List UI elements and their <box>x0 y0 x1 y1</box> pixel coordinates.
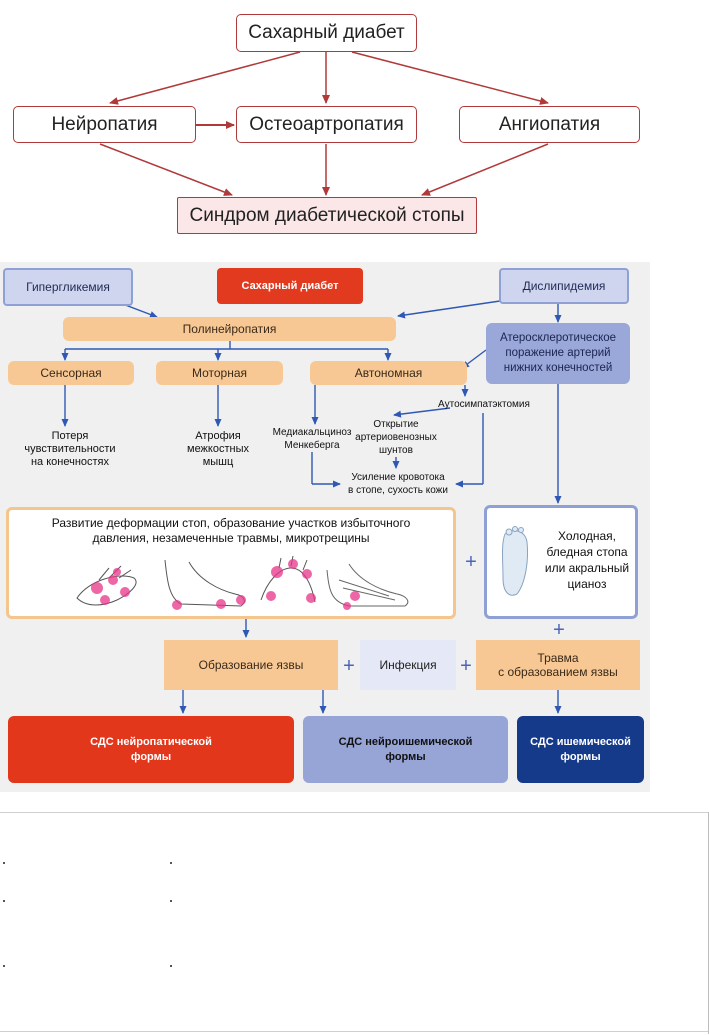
table-dot <box>3 900 5 902</box>
table-dot <box>170 900 172 902</box>
empty-table-frame <box>0 812 709 1032</box>
deformation-line-1: Развитие деформации стоп, образование уч… <box>51 516 411 530</box>
sensory-effect-line-2: чувствительности <box>24 443 116 455</box>
table-dot <box>170 862 172 864</box>
sensory-effect-line-1: Потеря <box>51 430 89 442</box>
hyperglycemia-box: Гипергликемия <box>3 268 133 306</box>
foot-illustrations <box>76 555 409 610</box>
foot-side-illustration <box>164 559 245 607</box>
atherosclerosis-box: Атеросклеротическое поражение артерий ни… <box>486 323 630 384</box>
calcinosis-line-1: Медиакальциноз <box>272 427 352 438</box>
cold-foot-line-4: цианоз <box>567 577 607 591</box>
shunts-line-3: шунтов <box>379 445 413 456</box>
top-diabetes-box: Сахарный диабет <box>236 14 417 52</box>
sensory-box: Сенсорная <box>8 361 134 385</box>
neuropathy-box: Нейропатия <box>13 106 196 143</box>
diabetes-box: Сахарный диабет <box>217 268 363 304</box>
table-dot <box>3 862 5 864</box>
polyneuropathy-box: Полинейропатия <box>63 317 396 341</box>
cold-foot-line-2: бледная стопа <box>546 545 628 559</box>
calcinosis-line-2: Менкеберга <box>284 440 340 451</box>
cold-foot-icon <box>502 526 528 596</box>
deformation-panel: Развитие деформации стоп, образование уч… <box>6 507 456 619</box>
diabetic-foot-syndrome-box: Синдром диабетической стопы <box>177 197 477 234</box>
plus-sign-4: + <box>460 654 472 677</box>
motor-effect-line-2: межкостных <box>187 443 249 455</box>
pressure-points <box>91 559 360 610</box>
foot-xray-illustration <box>326 563 409 607</box>
shunts-line-1: Открытие <box>373 419 419 430</box>
neuroischemic-form-line-1: СДС нейроишемической <box>338 735 473 748</box>
dyslipidemia-box: Дислипидемия <box>499 268 629 304</box>
sensory-effect: Потеря чувствительности на конечностях <box>10 430 130 469</box>
deformation-text: Развитие деформации стоп, образование уч… <box>9 516 453 546</box>
motor-box: Моторная <box>156 361 283 385</box>
bloodflow-line-2: в стопе, сухость кожи <box>348 485 448 496</box>
cold-foot-line-1: Холодная, <box>558 529 616 543</box>
calcinosis-label: Медиакальциноз Менкеберга <box>260 426 364 452</box>
atherosclerosis-line-3: нижних конечностей <box>503 362 613 374</box>
autosympathectomy-label: Аутосимпатэктомия <box>438 399 530 410</box>
angiopathy-box: Ангиопатия <box>459 106 640 143</box>
atherosclerosis-line-2: поражение артерий <box>505 347 611 359</box>
bottom-connectors <box>61 300 562 714</box>
shunts-line-2: артериовенозных <box>355 432 437 443</box>
plus-sign-3: + <box>343 654 355 677</box>
table-dot <box>3 965 5 967</box>
deformation-line-2: давления, незамеченные травмы, микротрещ… <box>92 531 370 545</box>
cold-foot-line-3: или акральный <box>544 561 630 575</box>
trauma-box: Травма с образованием язвы <box>476 640 640 690</box>
bloodflow-label: Усиление кровотока в стопе, сухость кожи <box>340 471 456 497</box>
cold-foot-panel: Холодная, бледная стопа или акральный ци… <box>484 505 638 619</box>
motor-effect-line-3: мышц <box>202 456 234 468</box>
neuropathic-form-line-1: СДС нейропатической <box>90 735 212 748</box>
bloodflow-line-1: Усиление кровотока <box>351 472 445 483</box>
atherosclerosis-line-1: Атеросклеротическое <box>499 332 617 344</box>
neuropathic-form-line-2: формы <box>130 750 172 763</box>
ulcer-box: Образование язвы <box>164 640 338 690</box>
ischemic-form-box: СДС ишемической формы <box>517 716 644 783</box>
shunts-label: Открытие артериовенозных шунтов <box>346 418 446 457</box>
trauma-line-2: с образованием язвы <box>498 665 618 679</box>
trauma-line-1: Травма <box>537 651 579 665</box>
plus-sign-1: + <box>465 550 477 573</box>
motor-effect-line-1: Атрофия <box>195 430 241 442</box>
table-dot <box>170 965 172 967</box>
infection-box: Инфекция <box>360 640 456 690</box>
plus-sign-2: + <box>553 618 565 641</box>
ischemic-form-line-1: СДС ишемической <box>530 735 631 748</box>
neuropathic-form-box: СДС нейропатической формы <box>8 716 294 783</box>
sensory-effect-line-3: на конечностях <box>30 456 110 468</box>
top-connectors <box>99 51 549 196</box>
motor-effect: Атрофия межкостных мышц <box>168 430 268 469</box>
osteoarthropathy-box: Остеоартропатия <box>236 106 417 143</box>
cold-foot-text: Холодная, бледная стопа или акральный ци… <box>539 528 635 592</box>
autonomic-box: Автономная <box>310 361 467 385</box>
neuroischemic-form-line-2: формы <box>385 750 426 763</box>
neuroischemic-form-box: СДС нейроишемической формы <box>303 716 508 783</box>
ischemic-form-line-2: формы <box>560 750 601 763</box>
